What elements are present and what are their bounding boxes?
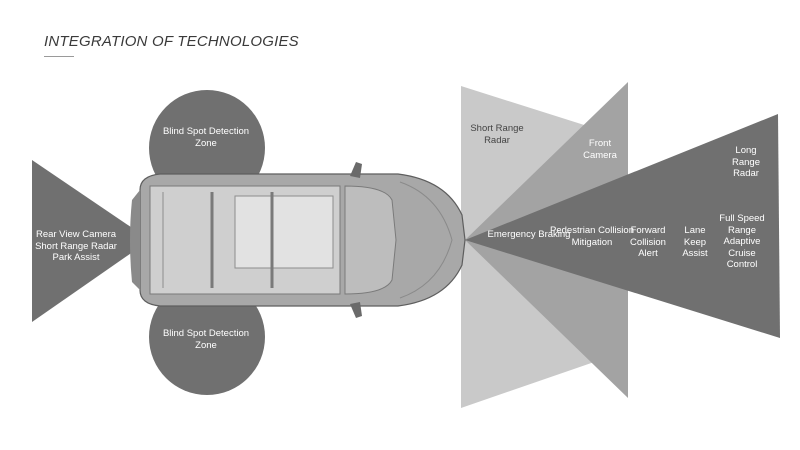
long-range-radar-zone	[465, 114, 780, 338]
page-title: INTEGRATION OF TECHNOLOGIES	[44, 33, 299, 50]
label-short-range-radar: Short Range Radar	[470, 123, 524, 146]
blind-spot-zone-bottom	[149, 279, 265, 395]
car-top-view	[130, 162, 466, 318]
title-underline	[44, 56, 74, 57]
label-long-range-radar: Long Range Radar	[732, 145, 760, 179]
label-forward-collision: Forward Collision Alert	[630, 225, 666, 259]
label-front-camera: Front Camera	[583, 138, 617, 161]
label-emergency-braking: Emergency Braking	[487, 229, 571, 240]
label-pedestrian-collision: Pedestrian Collision Mitigation	[550, 225, 634, 248]
label-blind-spot-bottom: Blind Spot Detection Zone	[162, 328, 250, 351]
label-blind-spot-top: Blind Spot Detection Zone	[162, 126, 250, 149]
label-lane-keep: Lane Keep Assist	[682, 225, 708, 259]
label-rear-view: Rear View Camera Short Range Radar Park …	[35, 229, 117, 263]
rear-view-zone	[32, 160, 150, 322]
label-full-speed: Full Speed Range Adaptive Cruise Control	[719, 213, 765, 270]
